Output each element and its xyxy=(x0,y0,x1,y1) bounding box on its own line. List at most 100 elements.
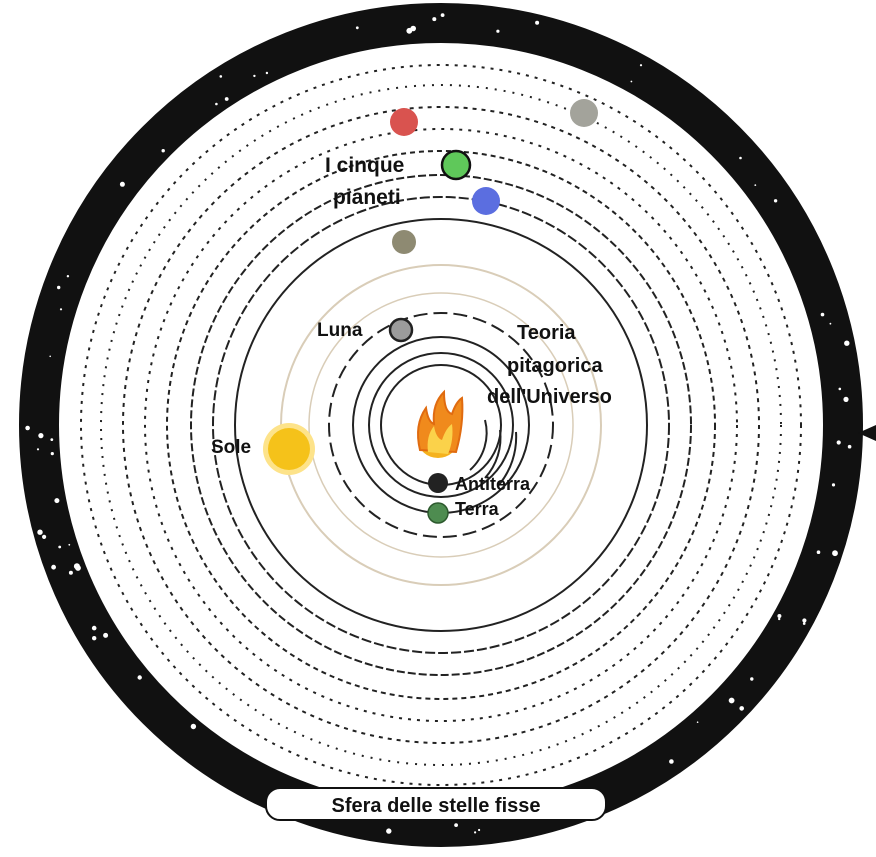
star-dot xyxy=(778,617,781,621)
mars-body xyxy=(390,108,418,136)
star-dot xyxy=(57,285,61,290)
star-dot xyxy=(68,570,73,575)
star-dot xyxy=(630,80,633,83)
star-dot xyxy=(265,71,269,75)
star-dot xyxy=(68,543,71,546)
star-dot xyxy=(386,828,392,834)
star-dot xyxy=(820,312,825,317)
star-dot xyxy=(355,26,359,30)
star-dots xyxy=(25,13,852,834)
star-dot xyxy=(49,355,51,358)
star-dot xyxy=(410,25,417,32)
star-dot xyxy=(190,723,197,730)
star-dot xyxy=(496,29,500,33)
star-dot xyxy=(37,529,43,535)
orbit-arc xyxy=(469,419,488,471)
star-dot xyxy=(215,102,218,106)
diagram-title-line1: Teoria xyxy=(517,322,576,344)
moon-label: Luna xyxy=(317,320,363,341)
star-dot xyxy=(137,675,142,680)
star-dot xyxy=(219,75,223,78)
star-dot xyxy=(739,706,744,711)
sun-body xyxy=(263,423,315,475)
star-dot xyxy=(728,697,735,704)
diagram-title-line2: pitagorica xyxy=(507,355,603,377)
orbit-ring xyxy=(190,174,692,676)
planets-label-line2: pianeti xyxy=(333,186,401,209)
star-dot xyxy=(161,149,165,153)
star-dot xyxy=(25,425,30,431)
star-dot xyxy=(75,565,81,571)
diagram-title-line3: dell'Universo xyxy=(487,386,612,408)
earth-body xyxy=(427,502,449,524)
star-dot xyxy=(51,564,56,570)
jupiter-body xyxy=(472,187,500,215)
orbits xyxy=(80,64,802,786)
orbit-ring xyxy=(166,150,716,700)
orbit-ring xyxy=(100,84,782,766)
star-dot xyxy=(66,275,70,278)
star-dot xyxy=(432,17,437,22)
orbit-ring xyxy=(212,196,670,654)
orbit-ring xyxy=(80,64,802,786)
star-dot xyxy=(91,625,97,631)
star-dot xyxy=(92,636,97,641)
star-dot xyxy=(773,199,778,203)
star-dot xyxy=(696,721,699,723)
central-fire xyxy=(417,389,464,458)
counter-earth-label: Antiterra xyxy=(455,474,531,494)
orbit-arc xyxy=(497,431,518,487)
star-dot xyxy=(50,452,54,456)
star-dot xyxy=(802,622,806,625)
pointer-arrow-icon xyxy=(858,425,876,441)
star-dot xyxy=(50,438,54,441)
star-dot xyxy=(831,483,836,487)
star-dot xyxy=(845,399,848,402)
star-dot xyxy=(224,97,229,101)
star-dot xyxy=(59,308,63,311)
star-dot xyxy=(838,387,842,391)
sun-label: Sole xyxy=(211,437,251,458)
planets-label-line1: I cinque xyxy=(325,154,404,177)
orbit-ring xyxy=(308,292,574,558)
star-dot xyxy=(829,322,832,325)
saturn-body xyxy=(570,99,598,127)
star-dot xyxy=(54,498,60,504)
star-dot xyxy=(36,448,40,451)
star-dot xyxy=(816,550,821,554)
orbit-ring xyxy=(144,128,738,722)
fixed-stars-label-bg xyxy=(265,787,607,821)
star-dot xyxy=(535,20,540,25)
earth-label: Terra xyxy=(455,499,500,519)
star-dot xyxy=(119,181,125,187)
star-dot xyxy=(832,550,838,557)
star-dot xyxy=(38,433,44,439)
orbit-arc xyxy=(484,429,502,479)
star-dot xyxy=(847,444,852,449)
orbit-ring xyxy=(328,312,554,538)
star-dot xyxy=(478,828,481,832)
star-dot xyxy=(103,632,109,638)
star-dot xyxy=(639,64,643,67)
star-dot xyxy=(58,545,62,549)
orbit-ring xyxy=(122,106,760,744)
star-dot xyxy=(253,74,256,78)
star-dot xyxy=(777,614,782,618)
counter-earth-body xyxy=(428,473,448,493)
orbit-ring xyxy=(368,352,514,498)
star-dot xyxy=(440,13,445,17)
venus-body xyxy=(440,149,472,181)
orbit-ring xyxy=(234,218,648,632)
star-dot xyxy=(836,440,841,445)
moon-body xyxy=(388,317,414,343)
star-dot xyxy=(754,184,757,187)
fixed-stars-sphere xyxy=(19,3,863,847)
star-dot xyxy=(844,340,850,346)
star-dot xyxy=(454,823,458,827)
star-dot xyxy=(474,831,477,834)
mercury-body xyxy=(392,230,416,254)
star-dot xyxy=(42,534,47,540)
star-dot xyxy=(750,677,754,681)
star-dot xyxy=(802,618,807,623)
